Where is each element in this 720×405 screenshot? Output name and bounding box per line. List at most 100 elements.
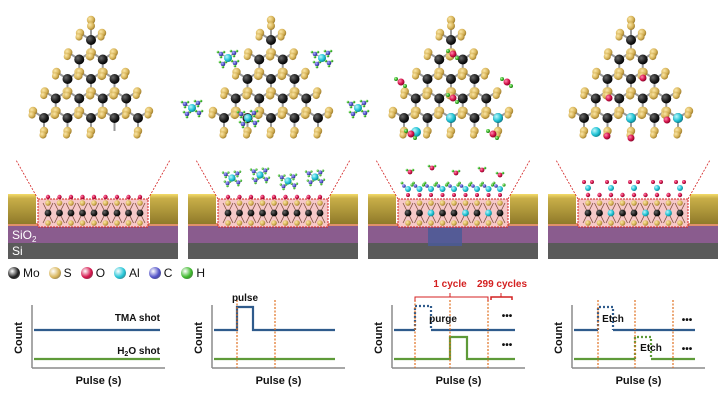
legend-item-mo: Mo	[8, 266, 40, 280]
si-label: Si	[12, 244, 23, 258]
al-atom	[439, 186, 446, 192]
o-atom	[114, 194, 120, 200]
mo-atom	[422, 113, 433, 123]
c-atom	[402, 184, 406, 188]
s-atom	[266, 131, 274, 139]
h-atom	[294, 173, 298, 176]
s-atom	[615, 111, 623, 119]
s-atom	[219, 131, 227, 139]
mo-atom	[56, 209, 63, 217]
al-atom	[485, 209, 492, 217]
h2o-etch-line	[633, 335, 653, 359]
s-atom	[596, 200, 603, 206]
legend-label: Mo	[23, 266, 40, 280]
o-atom	[440, 193, 445, 197]
mo-atom	[473, 209, 481, 217]
mos2-flake-ald-cycle	[388, 15, 514, 140]
h-atom	[317, 178, 320, 181]
h-atom	[310, 170, 313, 173]
s-atom	[627, 52, 635, 61]
s-atom	[98, 111, 107, 119]
s-atom	[45, 220, 51, 226]
sio2-subscript: 2	[32, 235, 37, 244]
al-atom	[642, 209, 649, 217]
s-atom	[585, 220, 591, 226]
h-atom	[316, 50, 320, 54]
mo-atom	[266, 74, 276, 84]
c-atom	[471, 184, 475, 188]
legend-label: O	[95, 266, 106, 280]
s-atom	[654, 200, 660, 206]
s-atom-icon	[48, 267, 61, 279]
h-atom	[495, 136, 499, 140]
h-atom	[233, 64, 237, 68]
s-atom	[51, 111, 60, 119]
s-atom	[87, 91, 95, 100]
o-atom-icon	[80, 267, 93, 279]
c-atom	[240, 121, 246, 127]
h-atom	[283, 174, 286, 177]
c-atom	[361, 100, 367, 106]
s-atom	[451, 220, 457, 226]
h-atom	[455, 100, 459, 104]
al-atom	[284, 177, 292, 185]
s-atom	[637, 33, 645, 41]
s-atom	[267, 91, 275, 100]
water-molecule	[500, 77, 513, 88]
c-atom	[184, 111, 190, 117]
o-atom	[608, 192, 614, 198]
s-atom	[580, 91, 588, 100]
mo-atom	[457, 54, 468, 65]
s-atom	[672, 91, 680, 100]
s-atom	[79, 200, 86, 206]
mo-atom	[434, 93, 445, 104]
mo-atom	[109, 74, 120, 84]
c-atom	[306, 171, 311, 176]
s-atom	[125, 200, 132, 206]
zoom-guide	[687, 159, 711, 200]
h-atom	[483, 166, 487, 170]
c-atom	[182, 101, 188, 107]
h-atom	[236, 59, 240, 63]
mo-atom	[422, 74, 433, 84]
s-atom	[642, 220, 649, 226]
h-atom	[194, 109, 198, 113]
s-atom	[289, 52, 297, 61]
o-atom	[682, 180, 686, 184]
mo-atom	[481, 93, 492, 104]
mo-atom	[614, 54, 625, 65]
c-atom	[291, 174, 296, 179]
al-atom	[631, 185, 637, 191]
h-atom	[319, 174, 322, 177]
h-atom	[457, 169, 461, 173]
h2o-shot-label: H2O shot	[117, 346, 160, 358]
o-atom	[486, 193, 491, 197]
mo-atom	[79, 209, 86, 217]
o-atom	[590, 180, 594, 184]
mo-atom	[113, 209, 121, 217]
mo-atom	[67, 209, 75, 217]
h-atom	[295, 182, 299, 185]
h-atom	[267, 176, 271, 179]
s-atom	[462, 200, 469, 206]
s-atom	[277, 33, 285, 41]
h-atom	[237, 184, 240, 187]
s-atom	[399, 131, 407, 139]
mo-atom	[97, 93, 108, 104]
s-atom	[619, 200, 626, 206]
s-atom	[114, 220, 120, 226]
s-atom	[447, 22, 455, 30]
o-atom	[237, 194, 242, 200]
s-atom	[114, 200, 120, 206]
h-atom	[477, 166, 481, 170]
o-atom	[429, 193, 433, 197]
o-atom	[397, 78, 405, 86]
s-atom	[243, 52, 251, 61]
mo-atom	[313, 113, 323, 123]
h-atom	[324, 59, 328, 63]
s-atom	[615, 72, 623, 80]
s-atom	[231, 111, 240, 119]
h-atom	[277, 174, 281, 177]
